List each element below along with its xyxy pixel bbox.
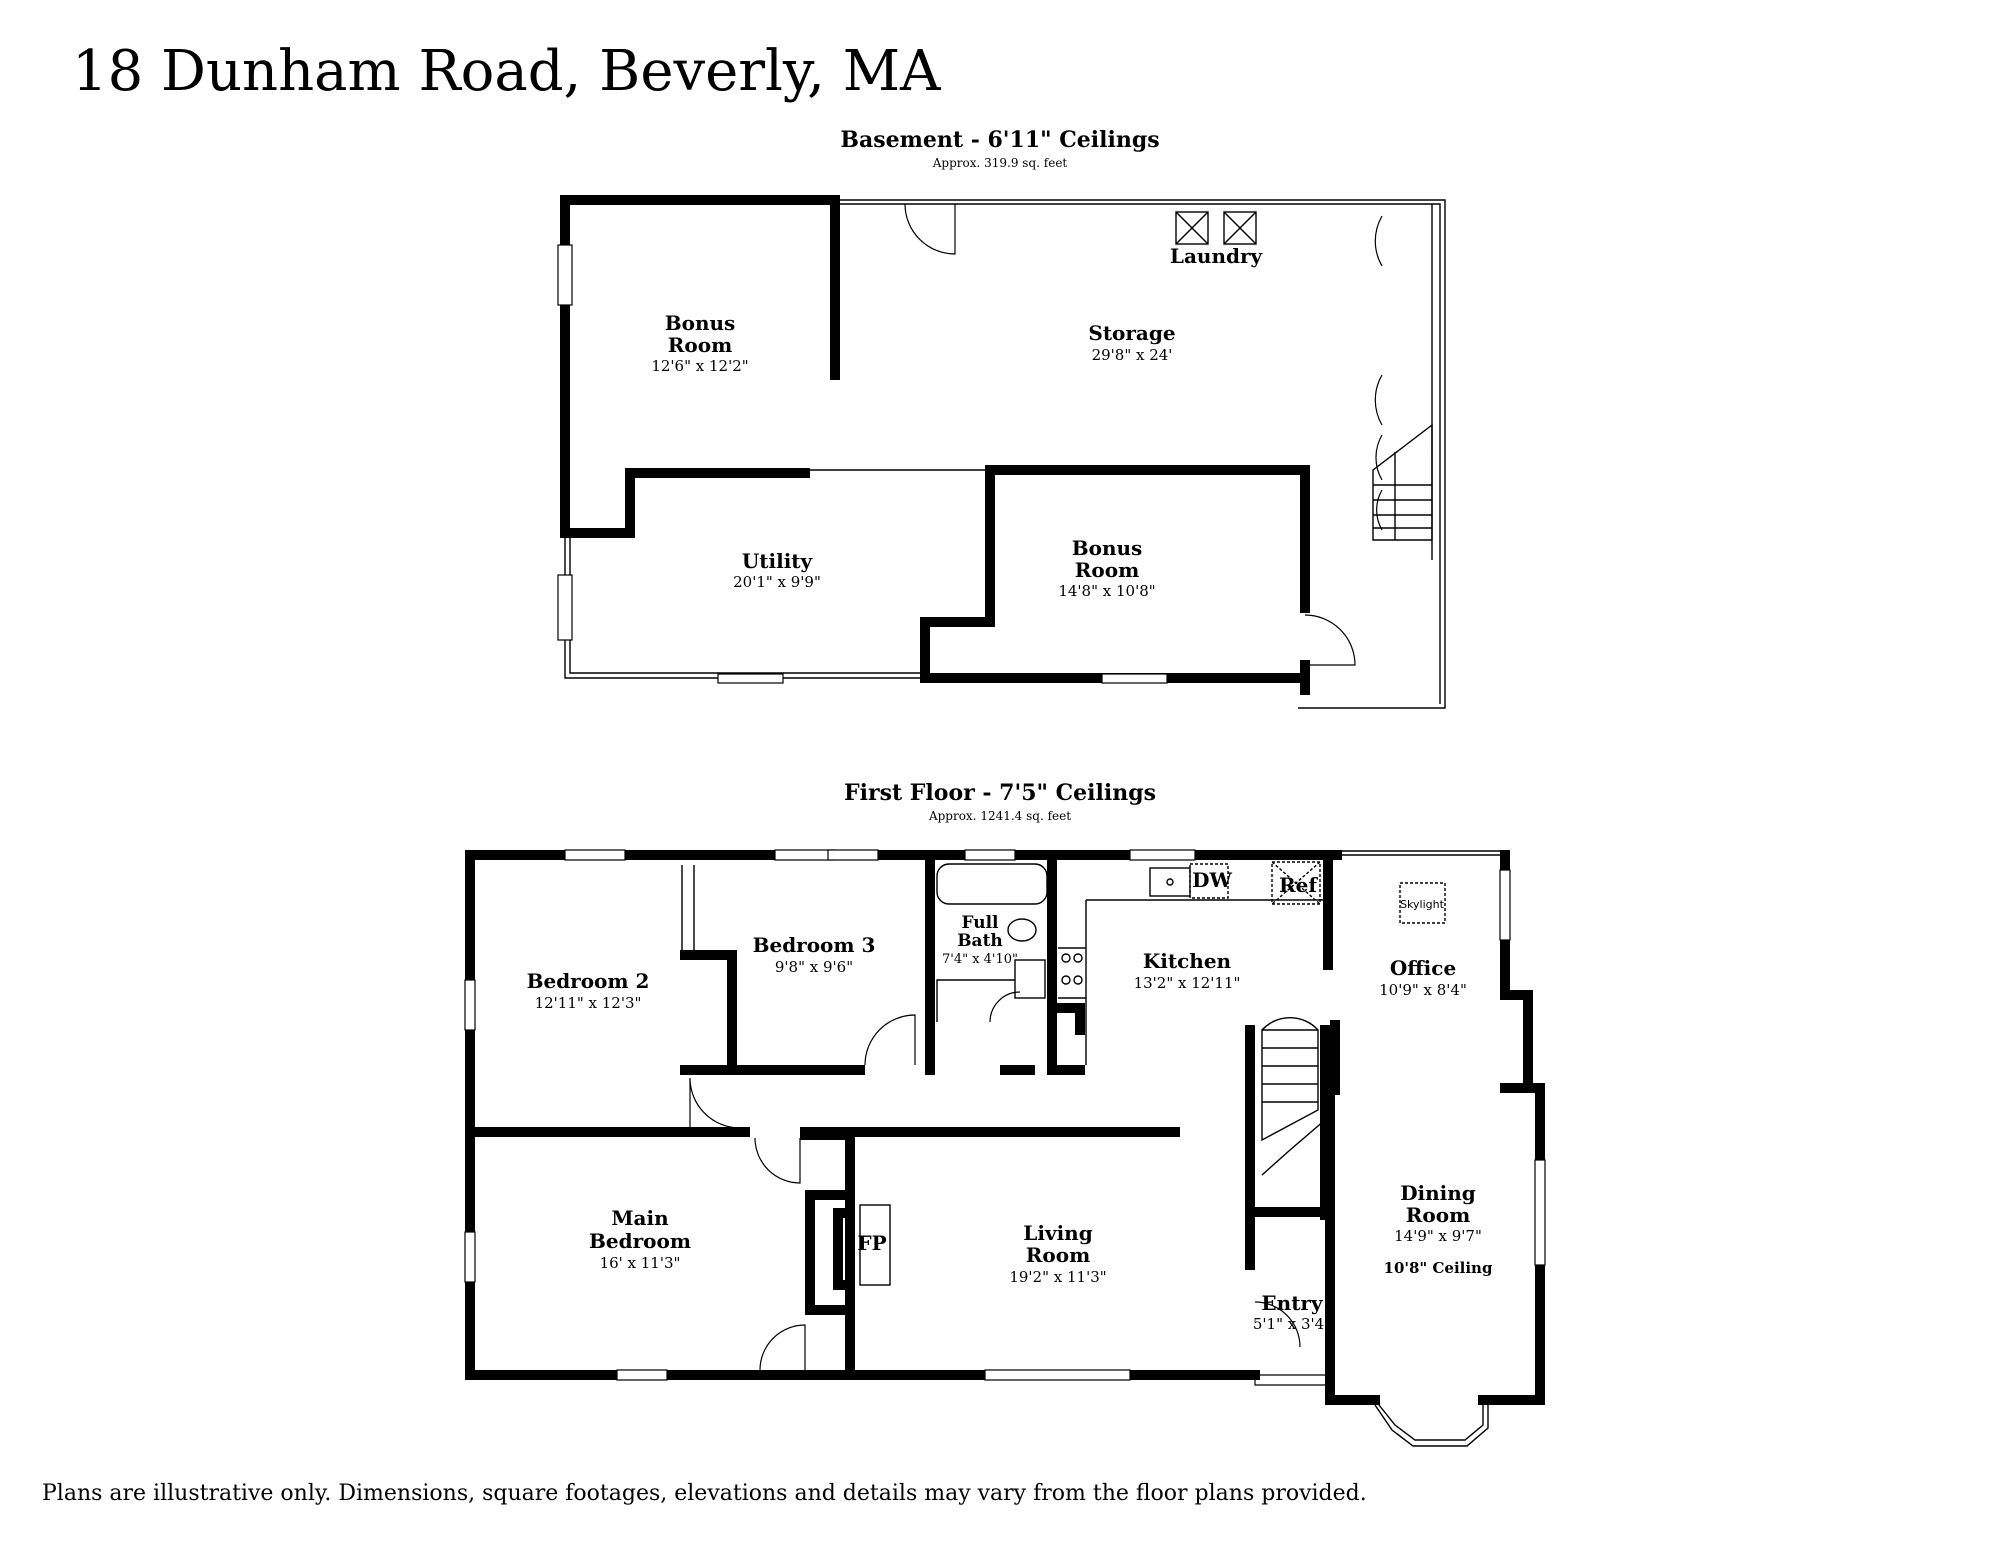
basement-stairs <box>1372 423 1433 541</box>
entry-label: Entry <box>1261 1291 1324 1315</box>
basement-bonus-room-2-label-2: Room <box>1075 558 1139 582</box>
dw-label: DW <box>1192 868 1232 892</box>
bedroom-2-label: Bedroom 2 <box>527 969 650 993</box>
office-label: Office <box>1390 956 1456 980</box>
office-dim: 10'9" x 8'4" <box>1379 981 1467 999</box>
first-floor-exterior-walls <box>465 850 1545 1405</box>
main-bedroom-dim: 16' x 11'3" <box>600 1254 681 1272</box>
bedroom-3-dim: 9'8" x 9'6" <box>775 958 853 976</box>
first-floor-area: Approx. 1241.4 sq. feet <box>928 809 1071 823</box>
basement-outline-thin <box>564 199 1446 709</box>
storage-label: Storage <box>1088 321 1175 345</box>
skylight <box>1399 882 1446 924</box>
utility-label: Utility <box>742 549 814 573</box>
living-room-label-2: Room <box>1026 1243 1090 1267</box>
fp-label: FP <box>857 1231 886 1255</box>
full-bath-label-1: Full <box>961 913 999 933</box>
basement-plan: Basement - 6'11" Ceilings Approx. 319.9 … <box>557 127 1446 709</box>
storage-dim: 29'8" x 24' <box>1092 346 1173 364</box>
full-bath-label-2: Bath <box>957 931 1003 951</box>
basement-bonus-room-2-label-1: Bonus <box>1072 536 1143 560</box>
kitchen-counter <box>1058 899 1325 1065</box>
laundry-label: Laundry <box>1170 244 1264 268</box>
kitchen-label: Kitchen <box>1143 949 1232 973</box>
basement-bonus-room-2-dim: 14'8" x 10'8" <box>1058 582 1155 600</box>
skylight-label: Skylight <box>1400 898 1445 911</box>
living-room-dim: 19'2" x 11'3" <box>1009 1268 1106 1286</box>
basement-title: Basement - 6'11" Ceilings <box>840 127 1159 153</box>
ref-label: Ref <box>1279 873 1318 897</box>
first-floor-plan: First Floor - 7'5" Ceilings Approx. 1241… <box>464 780 1546 1447</box>
toilet <box>1007 918 1037 942</box>
basement-bonus-room-dim: 12'6" x 12'2" <box>651 357 748 375</box>
utility-dim: 20'1" x 9'9" <box>733 573 821 591</box>
basement-area: Approx. 319.9 sq. feet <box>932 156 1068 170</box>
dining-room-label-1: Dining <box>1400 1181 1476 1205</box>
entry-dim: 5'1" x 3'4" <box>1253 1315 1331 1333</box>
living-room-label-1: Living <box>1023 1221 1092 1245</box>
interior-walls <box>465 855 1340 1380</box>
full-bath-dim: 7'4" x 4'10" <box>942 952 1018 967</box>
basement-bonus-room-label-1: Bonus <box>665 311 736 335</box>
bath-sink <box>1014 959 1046 999</box>
main-bedroom-label-2: Bedroom <box>589 1229 691 1253</box>
first-floor-stairs <box>1261 1017 1326 1176</box>
bedroom-3-label: Bedroom 3 <box>753 933 876 957</box>
main-bedroom-label-1: Main <box>611 1206 669 1230</box>
listing-title: 18 Dunham Road, Beverly, MA <box>72 39 941 104</box>
basement-bonus-room-label-2: Room <box>668 333 732 357</box>
kitchen-dim: 13'2" x 12'11" <box>1134 974 1241 992</box>
basement-bonus-room-walls <box>560 195 840 538</box>
disclaimer: Plans are illustrative only. Dimensions,… <box>42 1481 1367 1506</box>
laundry-machines <box>1175 211 1257 245</box>
first-floor-title: First Floor - 7'5" Ceilings <box>844 780 1156 806</box>
bathtub <box>936 863 1048 905</box>
fireplace <box>859 1204 891 1286</box>
bay-window <box>1374 1399 1489 1447</box>
dining-room-dim: 14'9" x 9'7" <box>1394 1227 1482 1245</box>
bedroom-2-dim: 12'11" x 12'3" <box>535 994 642 1012</box>
dining-room-ceiling: 10'8" Ceiling <box>1384 1259 1493 1277</box>
dining-room-label-2: Room <box>1406 1203 1470 1227</box>
